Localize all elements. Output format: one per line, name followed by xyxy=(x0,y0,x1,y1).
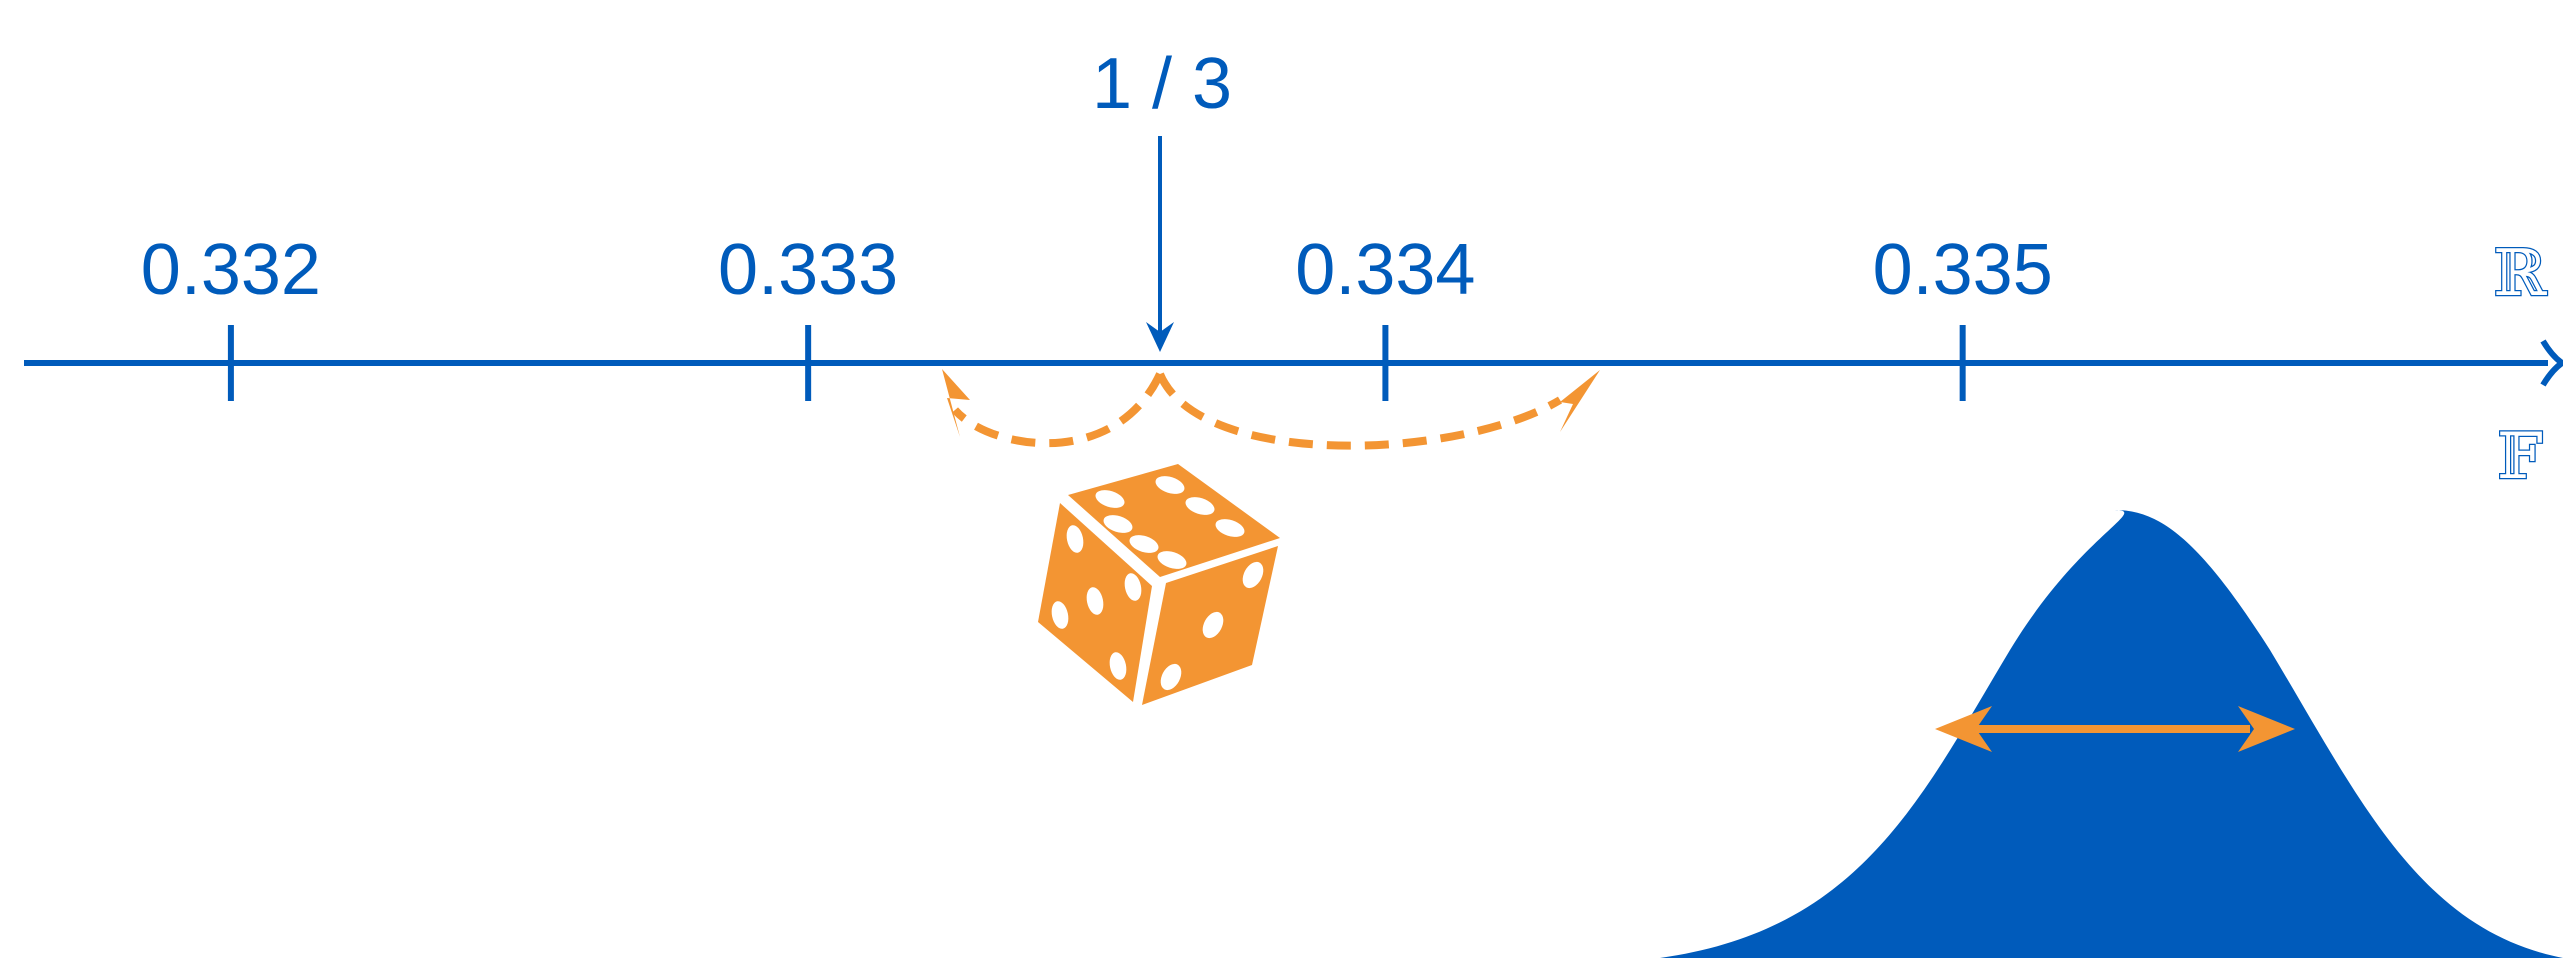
tick-label-1: 0.333 xyxy=(718,230,898,310)
round-down-arrowhead-icon xyxy=(942,369,970,437)
die-icon xyxy=(1038,464,1280,705)
marker-arrowhead-icon xyxy=(1146,322,1174,352)
rounding-arrows xyxy=(942,369,1600,450)
bell-curve-icon xyxy=(1660,510,2563,958)
double-arrow-icon xyxy=(1935,706,2295,752)
tick-label-3: 0.335 xyxy=(1873,230,2053,310)
die-pips xyxy=(1051,476,1264,691)
round-up-arrowhead-icon xyxy=(1560,370,1600,432)
spread-arrowhead-right-icon xyxy=(2238,706,2295,752)
spread-arrowhead-left-icon xyxy=(1935,706,1992,752)
bell-curve-shape xyxy=(1660,510,2563,958)
fraction-label: 1 / 3 xyxy=(1092,44,1232,124)
round-up-arrow xyxy=(1156,372,1563,450)
die-top-face xyxy=(1068,464,1280,577)
tick-label-0: 0.332 xyxy=(141,230,321,310)
number-line: 0.332 0.333 0.334 0.335 xyxy=(24,230,2563,401)
real-set-label: ℝ xyxy=(2493,237,2547,311)
axis-arrowhead-icon xyxy=(2540,339,2563,387)
tick-label-2: 0.334 xyxy=(1295,230,1475,310)
die-edges xyxy=(1064,497,1279,705)
fraction-marker: 1 / 3 xyxy=(1092,44,1232,352)
axis-ticks: 0.332 0.333 0.334 0.335 xyxy=(141,230,2053,401)
round-down-arrow xyxy=(951,372,1164,448)
float-set-label: 𝔽 xyxy=(2497,420,2542,494)
